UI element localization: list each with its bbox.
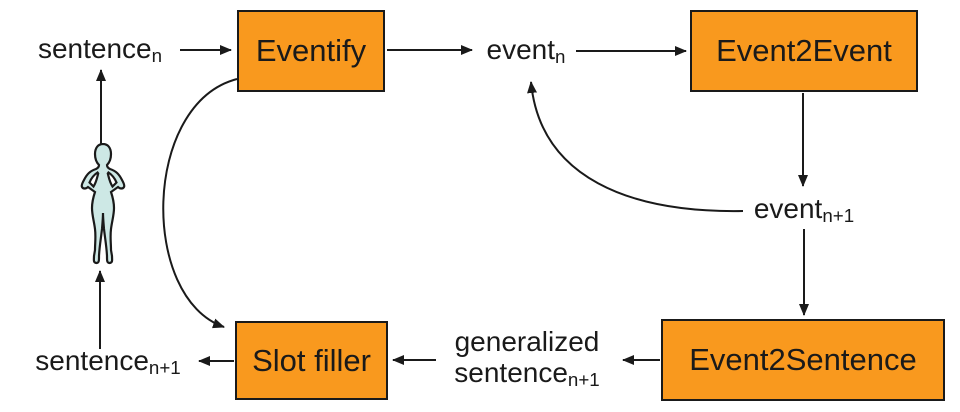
label-sentence-n-plus-1-sub: n+1 <box>148 357 181 378</box>
node-event2event: Event2Event <box>690 10 918 92</box>
curve-eventify-to-slot-filler <box>162 78 238 329</box>
label-generalized-sentence-n-plus-1: generalized sentencen+1 <box>436 326 618 395</box>
node-event2event-label: Event2Event <box>716 33 892 68</box>
curve-event-n1-to-event-n <box>527 81 744 213</box>
node-event2sentence-label: Event2Sentence <box>689 342 917 377</box>
node-eventify: Eventify <box>237 10 385 92</box>
label-generalized-line2-base: sentence <box>454 357 568 388</box>
label-sentence-n-base: sentence <box>37 33 152 64</box>
human-figure-icon <box>80 143 126 265</box>
label-sentence-n-sub: n <box>151 45 163 66</box>
label-event-n-plus-1-base: event <box>753 193 823 224</box>
label-sentence-n-plus-1-base: sentence <box>35 345 149 376</box>
label-sentence-n: sentencen <box>24 33 176 71</box>
label-event-n-sub: n <box>555 46 566 67</box>
node-slot-filler: Slot filler <box>235 321 388 400</box>
label-generalized-line2-sub: n+1 <box>567 369 600 390</box>
label-sentence-n-plus-1: sentencen+1 <box>18 345 198 383</box>
node-slot-filler-label: Slot filler <box>252 342 371 378</box>
label-generalized-line1: generalized <box>454 326 600 357</box>
label-event-n-base: event <box>486 34 556 65</box>
label-event-n-plus-1-sub: n+1 <box>822 205 855 226</box>
label-event-n-plus-1: eventn+1 <box>748 193 860 231</box>
label-event-n: eventn <box>478 34 574 72</box>
node-event2sentence: Event2Sentence <box>661 319 945 401</box>
node-eventify-label: Eventify <box>255 33 367 68</box>
